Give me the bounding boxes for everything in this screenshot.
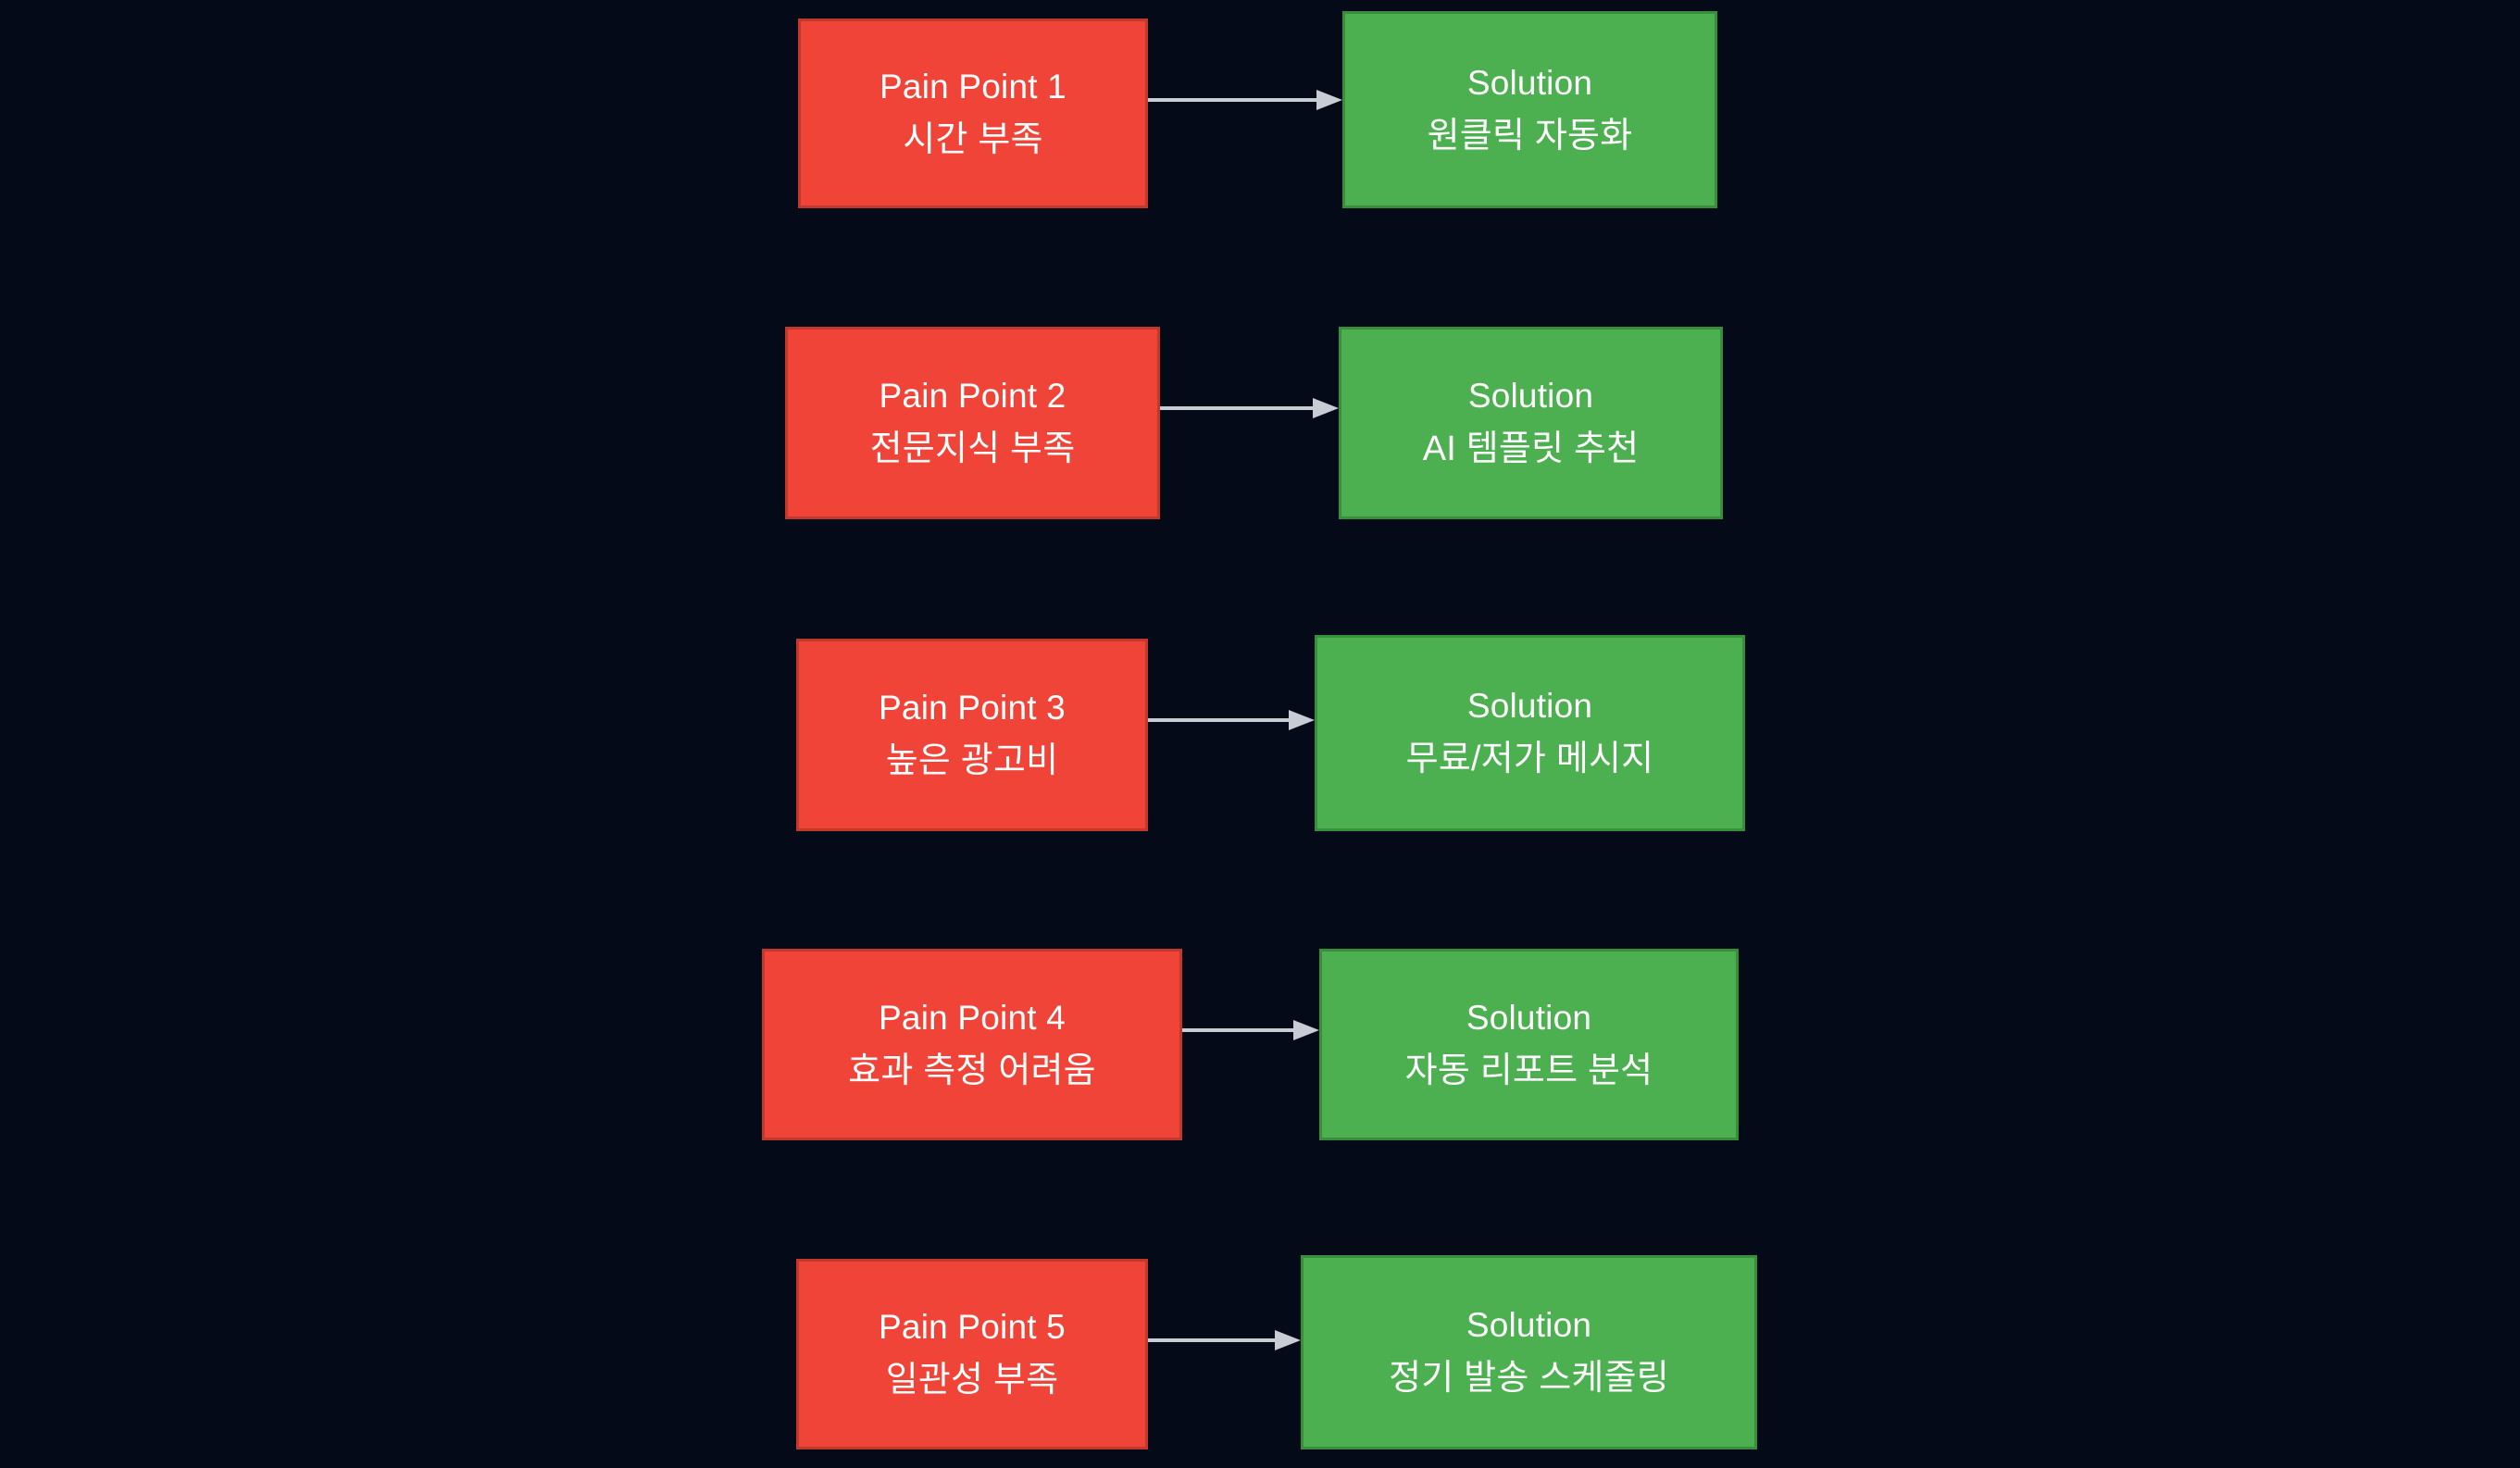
pain-point-node-4[interactable]: Pain Point 4 효과 측정 어려움	[762, 949, 1182, 1140]
solution-title: Solution	[1466, 1306, 1592, 1344]
pain-point-detail: 일관성 부족	[885, 1361, 1059, 1400]
pain-point-title: Pain Point 2	[879, 377, 1067, 415]
pain-point-node-3[interactable]: Pain Point 3 높은 광고비	[796, 639, 1148, 831]
solution-node-4[interactable]: Solution 자동 리포트 분석	[1319, 949, 1739, 1140]
solution-node-1[interactable]: Solution 원클릭 자동화	[1342, 11, 1717, 208]
pain-point-node-2[interactable]: Pain Point 2 전문지식 부족	[785, 327, 1160, 519]
solution-node-2[interactable]: Solution AI 템플릿 추천	[1339, 327, 1723, 519]
solution-title: Solution	[1467, 377, 1594, 415]
solution-detail: 원클릭 자동화	[1427, 116, 1633, 156]
solution-node-5[interactable]: Solution 정기 발송 스케줄링	[1301, 1255, 1757, 1449]
pain-point-node-1[interactable]: Pain Point 1 시간 부족	[798, 19, 1148, 208]
pain-point-title: Pain Point 1	[880, 67, 1067, 106]
solution-title: Solution	[1466, 998, 1592, 1037]
solution-title: Solution	[1466, 687, 1593, 725]
pain-point-detail: 높은 광고비	[885, 741, 1059, 781]
pain-point-node-5[interactable]: Pain Point 5 일관성 부족	[796, 1259, 1148, 1449]
solution-node-3[interactable]: Solution 무료/저가 메시지	[1315, 635, 1745, 831]
pain-point-detail: 전문지식 부족	[869, 429, 1076, 469]
solution-detail: 자동 리포트 분석	[1404, 1051, 1653, 1090]
solution-detail: AI 템플릿 추천	[1422, 429, 1640, 469]
pain-point-title: Pain Point 4	[879, 998, 1066, 1037]
pain-point-detail: 시간 부족	[903, 119, 1043, 159]
solution-title: Solution	[1466, 63, 1593, 102]
pain-point-title: Pain Point 5	[879, 1308, 1066, 1346]
solution-detail: 정기 발송 스케줄링	[1389, 1359, 1669, 1399]
pain-point-title: Pain Point 3	[879, 689, 1066, 727]
arrow-icon	[1148, 1330, 1301, 1350]
solution-detail: 무료/저가 메시지	[1405, 740, 1654, 779]
pain-point-detail: 효과 측정 어려움	[848, 1051, 1096, 1090]
arrow-connector-5	[1148, 1326, 1301, 1354]
